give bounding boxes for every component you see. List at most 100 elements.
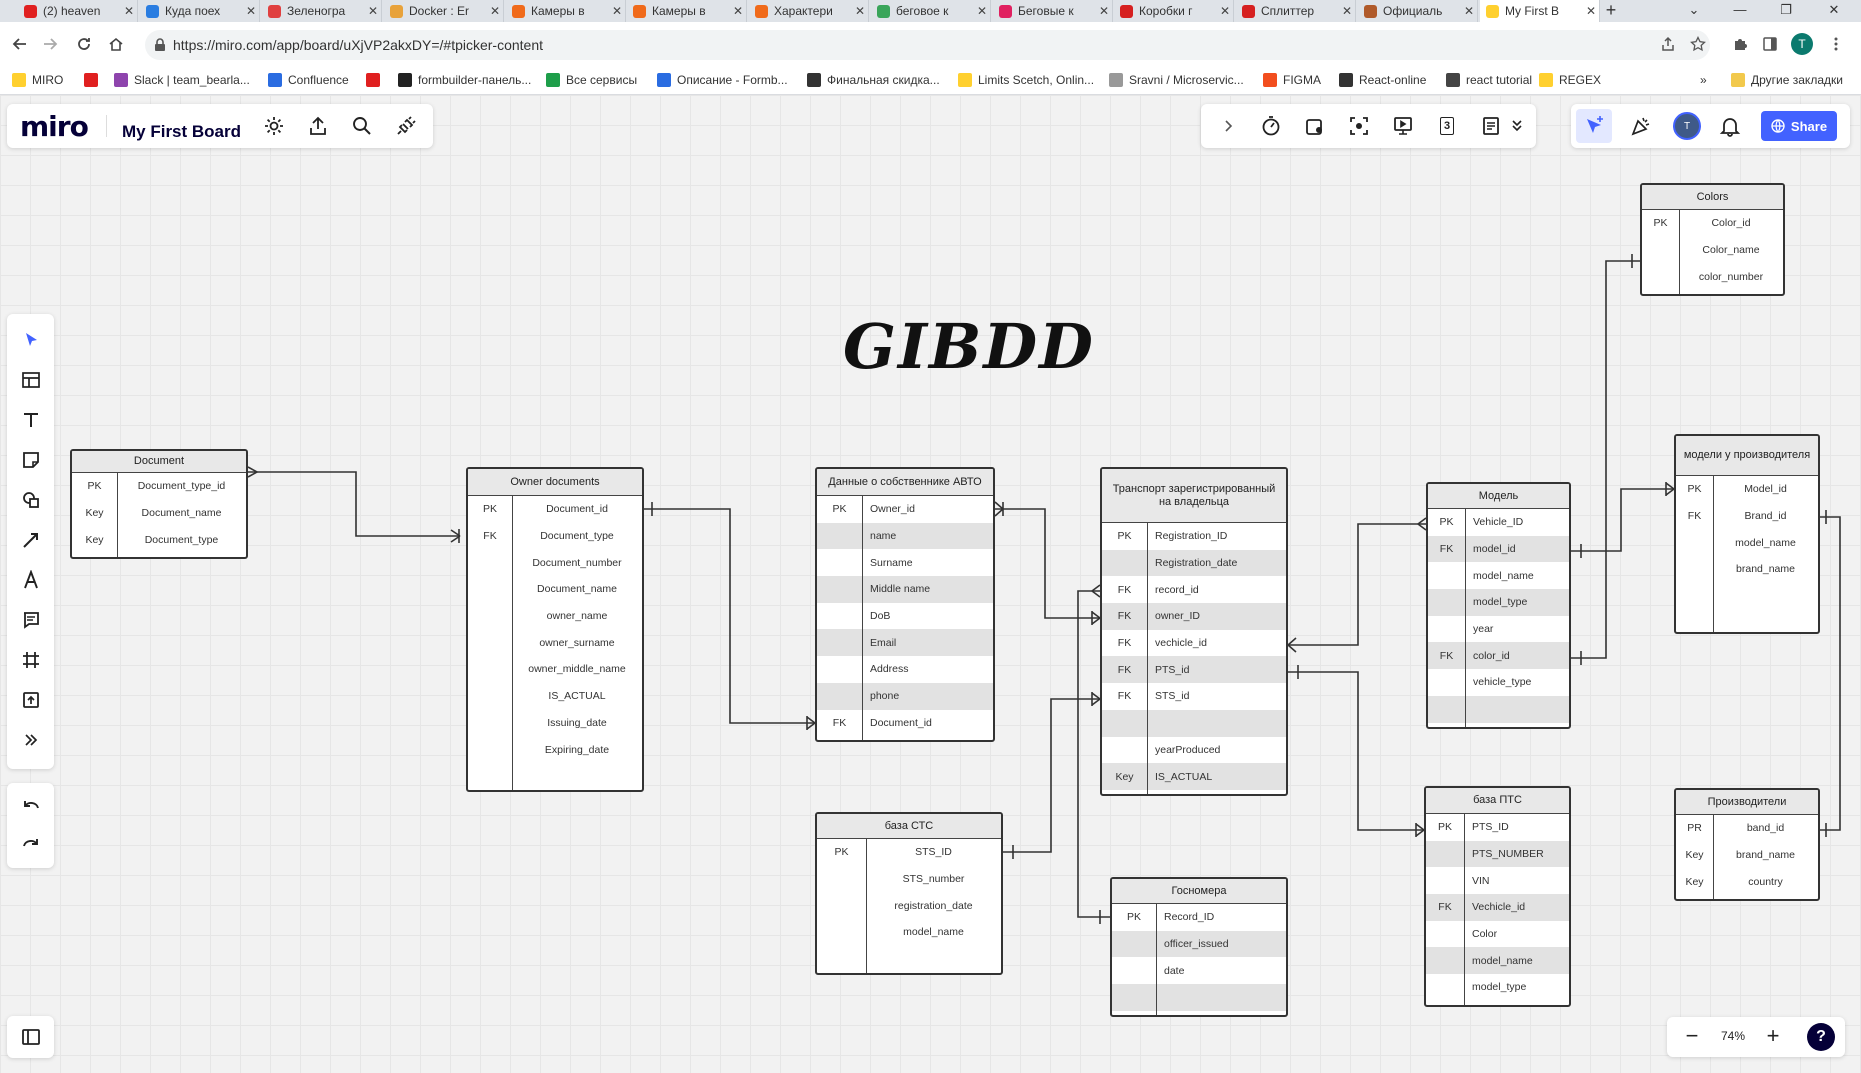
browser-menu-button[interactable]	[1822, 30, 1850, 58]
er-table-row[interactable]: Issuing_date	[468, 710, 642, 737]
er-table-row[interactable]: VIN	[1426, 867, 1569, 894]
browser-tab[interactable]: Камеры в✕	[627, 0, 747, 22]
browser-tab[interactable]: Официаль✕	[1358, 0, 1478, 22]
bookmark-item[interactable]	[366, 71, 386, 89]
er-table-row[interactable]: IS_ACTUAL	[468, 683, 642, 710]
select-tool[interactable]	[15, 324, 47, 356]
notes-button[interactable]	[1475, 110, 1507, 142]
forward-button[interactable]	[36, 30, 64, 58]
url-field[interactable]: https://miro.com/app/board/uXjVP2akxDY=/…	[145, 30, 1710, 60]
share-page-button[interactable]	[1654, 30, 1682, 58]
er-table-row[interactable]: model_name	[1428, 562, 1569, 589]
frame-tool[interactable]	[15, 644, 47, 676]
timer-button[interactable]	[1255, 110, 1287, 142]
help-button[interactable]: ?	[1807, 1023, 1835, 1051]
browser-tab[interactable]: Куда поех✕	[140, 0, 260, 22]
er-table-row[interactable]: model_name	[1426, 947, 1569, 975]
extensions-button[interactable]	[1726, 30, 1754, 58]
bookmark-item[interactable]: Все сервисы	[546, 71, 637, 89]
bookmark-item[interactable]: Sravni / Microservic...	[1109, 71, 1244, 89]
more-apps-button[interactable]	[15, 724, 47, 756]
er-table-row[interactable]: Color_name	[1642, 237, 1783, 264]
tab-close-icon[interactable]: ✕	[1219, 4, 1231, 18]
browser-tab[interactable]: Камеры в✕	[506, 0, 626, 22]
tab-search-button[interactable]: ⌄	[1688, 2, 1700, 17]
bookmark-item[interactable]: Описание - Formb...	[657, 71, 788, 89]
er-table-row[interactable]: Registration_date	[1102, 549, 1286, 577]
er-table-row[interactable]: brand_name	[1676, 556, 1818, 583]
zoom-in-button[interactable]: +	[1766, 1023, 1780, 1048]
zoom-out-button[interactable]: −	[1685, 1023, 1699, 1048]
templates-tool[interactable]	[15, 364, 47, 396]
collapse-toolbar-button[interactable]	[1212, 110, 1244, 142]
er-table-row[interactable]	[1428, 695, 1569, 723]
reactions-button[interactable]	[1625, 110, 1657, 142]
er-table-row[interactable]	[1112, 984, 1286, 1011]
integrations-button[interactable]	[390, 110, 422, 142]
undo-button[interactable]	[15, 791, 47, 823]
upload-tool[interactable]	[15, 684, 47, 716]
tab-close-icon[interactable]: ✕	[854, 4, 866, 18]
er-table-row[interactable]: yearProduced	[1102, 737, 1286, 764]
tab-close-icon[interactable]: ✕	[1341, 4, 1353, 18]
er-table-row[interactable]: model_type	[1426, 974, 1569, 1001]
tab-close-icon[interactable]: ✕	[489, 4, 501, 18]
other-bookmarks-folder[interactable]: Другие закладки	[1731, 71, 1843, 89]
cursor-visibility-toggle[interactable]	[1576, 109, 1612, 143]
tab-close-icon[interactable]: ✕	[1098, 4, 1110, 18]
tab-close-icon[interactable]: ✕	[123, 4, 135, 18]
voting-button[interactable]	[1299, 110, 1331, 142]
bookmark-item[interactable]	[84, 71, 104, 89]
pen-tool[interactable]	[15, 564, 47, 596]
connection-line-tool[interactable]	[15, 524, 47, 556]
zoom-level[interactable]: 74%	[1720, 1029, 1746, 1043]
bookmark-item[interactable]: REGEX	[1539, 71, 1601, 89]
er-table-row[interactable]: vehicle_type	[1428, 669, 1569, 696]
er-table-row[interactable]: Expiring_date	[468, 736, 642, 763]
comment-tool[interactable]	[15, 604, 47, 636]
tab-close-icon[interactable]: ✕	[1463, 4, 1475, 18]
bring-to-me-button[interactable]	[1343, 110, 1375, 142]
board-name[interactable]: My First Board	[122, 122, 242, 141]
browser-tab[interactable]: Беговые к✕	[993, 0, 1113, 22]
er-table-row[interactable]: model_type	[1428, 589, 1569, 616]
er-table-row[interactable]: owner_name	[468, 603, 642, 630]
frames-button[interactable]: 3	[1431, 110, 1463, 142]
er-table-row[interactable]	[1102, 709, 1286, 737]
tab-close-icon[interactable]: ✕	[367, 4, 379, 18]
er-table-row[interactable]: Color	[1426, 921, 1569, 948]
bookmark-item[interactable]: MIRO	[12, 71, 63, 89]
er-table-row[interactable]: owner_surname	[468, 629, 642, 656]
er-table-row[interactable]: officer_issued	[1112, 930, 1286, 958]
er-table-row[interactable]: Middle name	[817, 576, 993, 603]
er-table-row[interactable]: STS_number	[817, 866, 1001, 893]
close-window-button[interactable]: ✕	[1828, 2, 1840, 17]
new-tab-button[interactable]: +	[1605, 0, 1617, 20]
tab-close-icon[interactable]: ✕	[611, 4, 623, 18]
er-table-row[interactable]: phone	[817, 682, 993, 710]
er-table-row[interactable]: year	[1428, 616, 1569, 643]
er-table-row[interactable]: Document_name	[468, 576, 642, 603]
